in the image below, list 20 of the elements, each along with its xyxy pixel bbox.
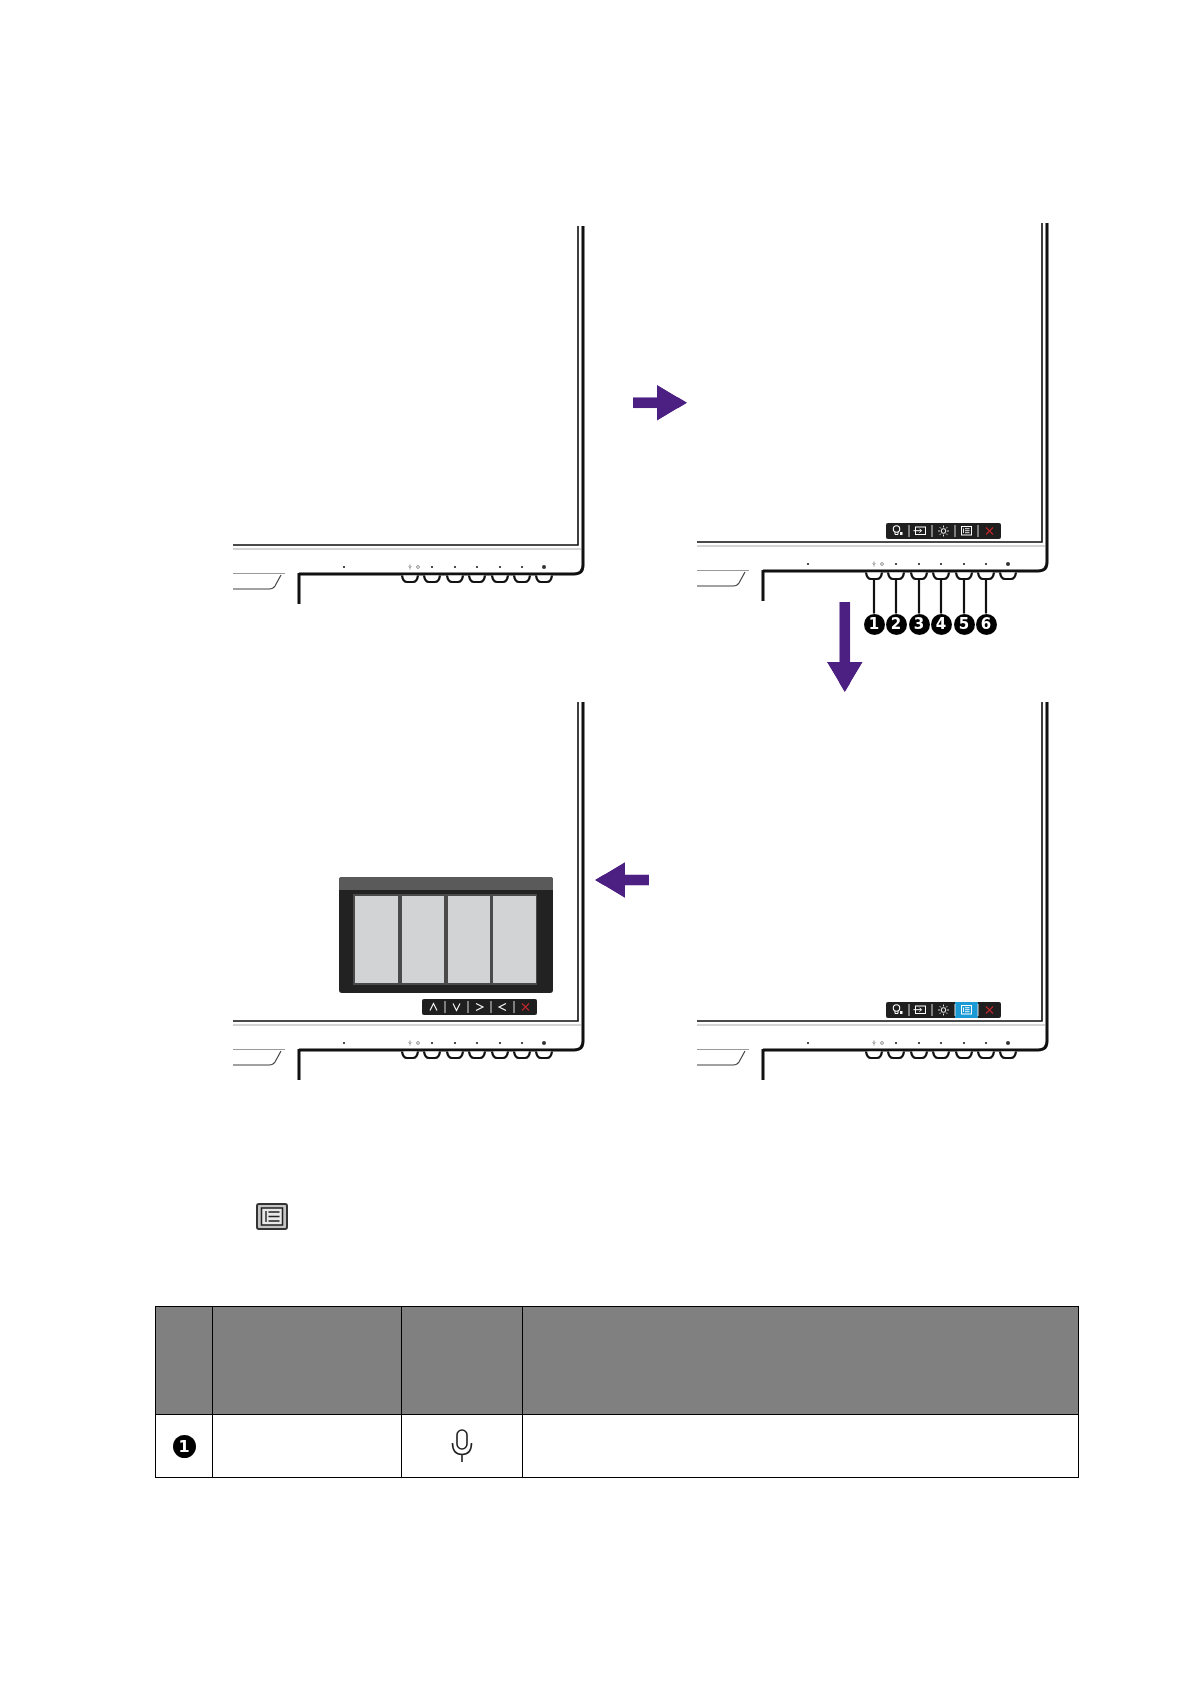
- callout-number: 3: [908, 613, 930, 635]
- arrow: [595, 862, 649, 899]
- monitor-illustration: [697, 223, 1049, 602]
- callout-number: 5: [953, 613, 975, 635]
- monitor-illustration: [233, 702, 585, 1081]
- leader-line: [917, 579, 921, 614]
- callout-number: 1: [863, 613, 885, 635]
- callout-number: 2: [885, 613, 907, 635]
- arrow: [826, 602, 863, 692]
- leader-line: [872, 579, 876, 614]
- leader-line: [984, 579, 988, 614]
- monitor-illustration: [233, 226, 585, 605]
- leader-line: [962, 579, 966, 614]
- callout-number: 1: [172, 1434, 196, 1458]
- arrow: [633, 384, 687, 421]
- callout-number: 6: [975, 613, 997, 635]
- callout-number: 4: [930, 613, 952, 635]
- monitor-illustration: [697, 702, 1049, 1081]
- leader-line: [894, 579, 898, 614]
- leader-line: [939, 579, 943, 614]
